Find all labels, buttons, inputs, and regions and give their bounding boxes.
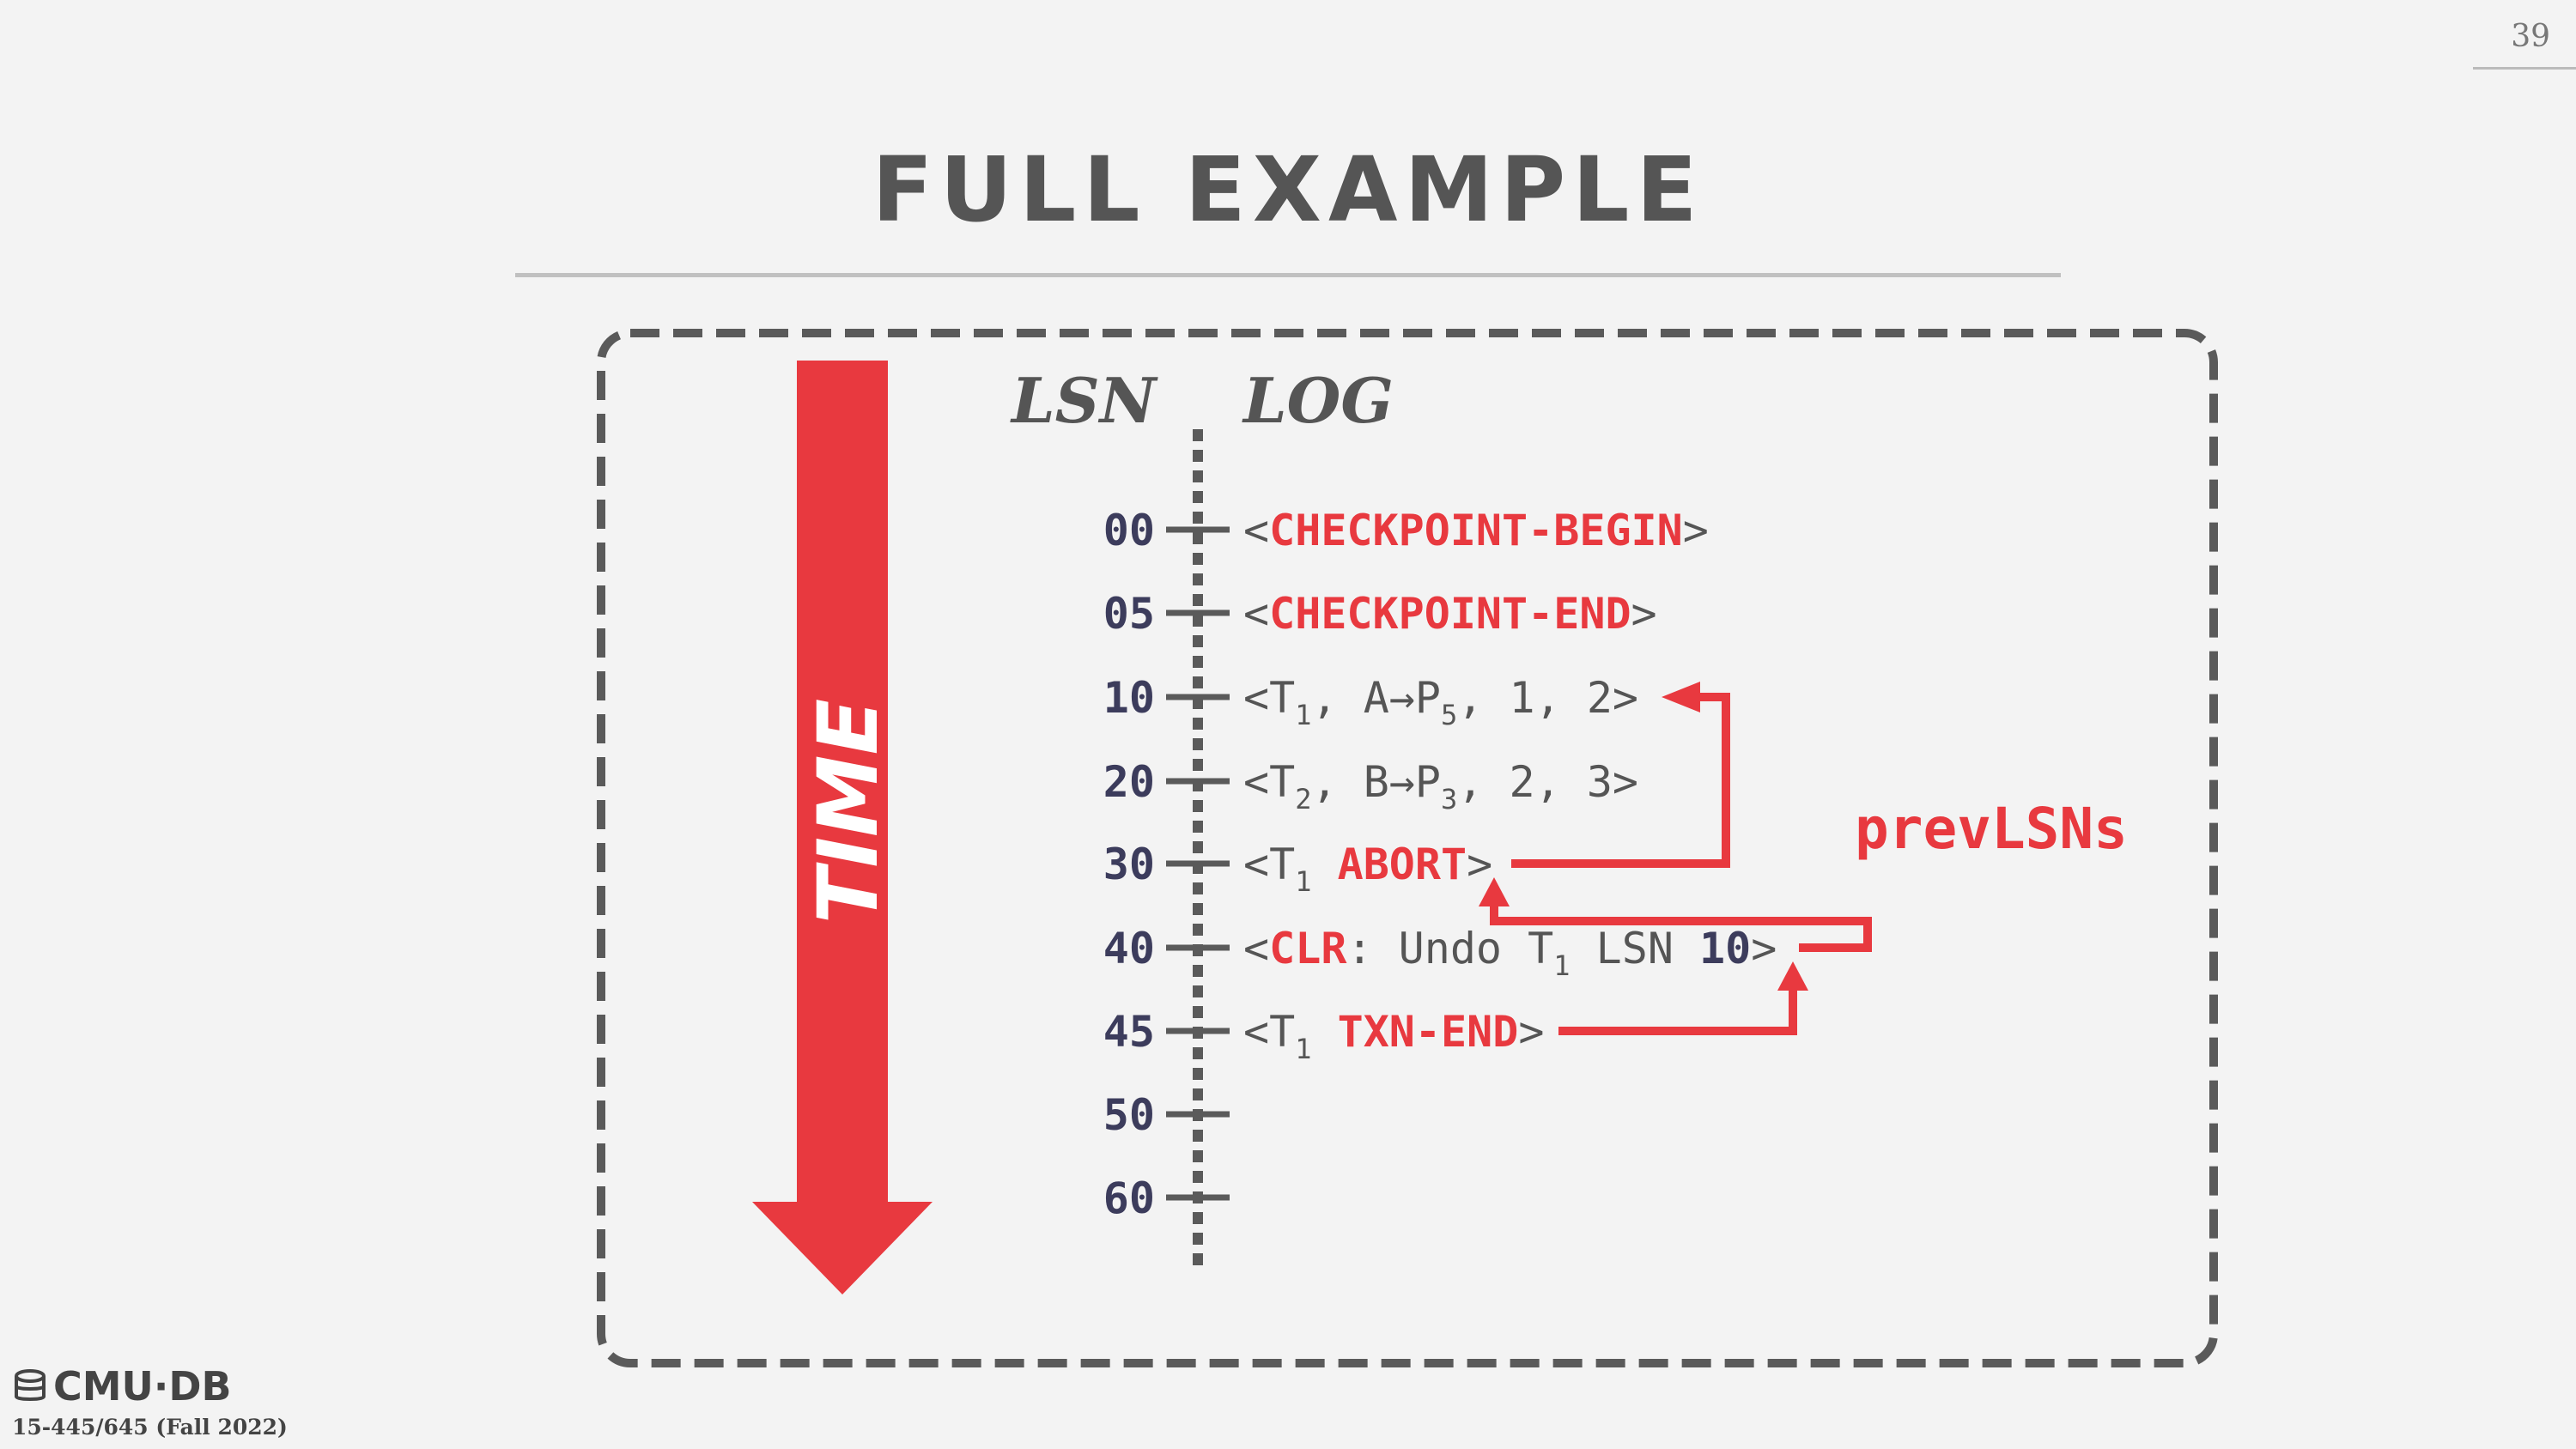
lsn-ticks: 00 05 10 20 30 40 45 50 — [1103, 506, 1230, 1223]
prevlsn-arrowheads — [1479, 682, 1808, 991]
course-label: 15-445/645 (Fall 2022) — [12, 1415, 288, 1440]
lsn-tick-label: 00 — [1103, 506, 1155, 555]
arrowhead-up — [1777, 961, 1808, 991]
lsn-tick: 10 — [1103, 673, 1230, 723]
prevlsns-label: prevLSNs — [1855, 796, 2128, 862]
lsn-tick: 45 — [1103, 1007, 1230, 1057]
lsn-tick: 00 — [1103, 506, 1230, 555]
lsn-tick: 20 — [1103, 757, 1230, 807]
lsn-tick-label: 60 — [1103, 1173, 1155, 1223]
logo-text: CMU·DB — [53, 1363, 232, 1410]
lsn-tick: 50 — [1103, 1090, 1230, 1140]
lsn-tick: 05 — [1103, 589, 1230, 639]
lsn-tick-label: 45 — [1103, 1007, 1155, 1057]
prevlsn-arrows — [1490, 693, 1872, 1035]
arrowhead-left — [1662, 682, 1700, 712]
lsn-tick-label: 40 — [1103, 924, 1155, 973]
log-entry-abort-t1: <T1 ABORT> — [1243, 840, 1492, 898]
lsn-tick: 30 — [1103, 840, 1230, 889]
time-arrow: TIME — [752, 361, 933, 1294]
lsn-tick-label: 05 — [1103, 589, 1155, 639]
lsn-tick-label: 30 — [1103, 840, 1155, 889]
lsn-tick: 40 — [1103, 924, 1230, 973]
title-divider — [515, 273, 2061, 277]
lsn-tick-label: 20 — [1103, 757, 1155, 807]
log-entries: <CHECKPOINT-BEGIN> <CHECKPOINT-END> <T1,… — [1243, 506, 1777, 1065]
log-entry-update-t1: <T1, A→P5, 1, 2> — [1243, 673, 1638, 731]
slide-number: 39 — [2511, 19, 2550, 54]
prevlsn-arrow-abort — [1511, 693, 1730, 868]
lsn-header: LSN — [1010, 364, 1159, 437]
lsn-tick-label: 50 — [1103, 1090, 1155, 1140]
arrowhead-up — [1479, 877, 1510, 906]
log-entry-update-t2: <T2, B→P3, 2, 3> — [1243, 757, 1638, 815]
lsn-tick: 60 — [1103, 1173, 1230, 1223]
cmu-db-logo: CMU·DB — [12, 1363, 232, 1410]
log-entry-txn-end-t1: <T1 TXN-END> — [1243, 1007, 1544, 1065]
time-label: TIME — [800, 699, 896, 924]
slide-number-rule — [2473, 67, 2576, 70]
prevlsn-arrow-txn-end — [1558, 979, 1797, 1035]
diagram-border — [597, 329, 2218, 1367]
log-entry-checkpoint-end: <CHECKPOINT-END> — [1243, 589, 1657, 639]
lsn-tick-label: 10 — [1103, 673, 1155, 723]
slide-title: FULL EXAMPLE — [872, 137, 1704, 242]
log-header: LOG — [1242, 364, 1394, 437]
log-entry-checkpoint-begin: <CHECKPOINT-BEGIN> — [1243, 506, 1709, 555]
database-icon — [15, 1369, 46, 1401]
log-entry-clr: <CLR: Undo T1 LSN 10> — [1243, 924, 1777, 982]
prevlsn-arrow-clr — [1490, 897, 1872, 952]
